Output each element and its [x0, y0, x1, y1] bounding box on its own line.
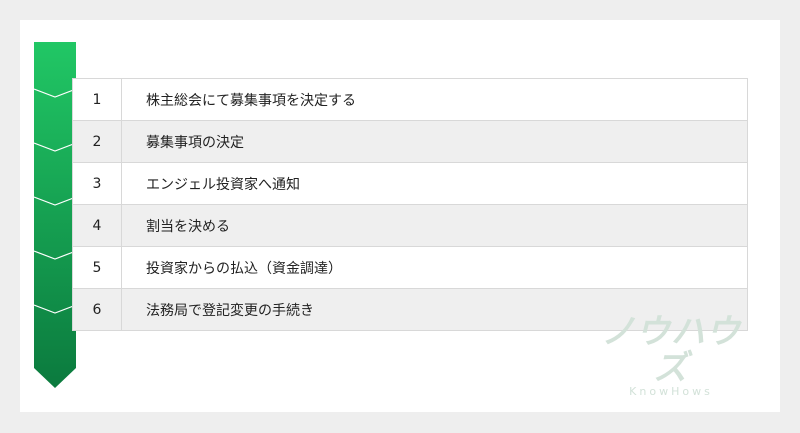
- step-number: 6: [73, 289, 122, 330]
- step-row: 2 募集事項の決定: [72, 121, 748, 163]
- step-row: 4 割当を決める: [72, 205, 748, 247]
- step-label: 法務局で登記変更の手続き: [146, 302, 314, 319]
- card: 1 株主総会にて募集事項を決定する 2 募集事項の決定 3 エンジェル投資家へ通…: [20, 20, 780, 412]
- step-number: 3: [73, 163, 122, 204]
- step-number: 2: [73, 121, 122, 162]
- brand-watermark: ノウハウズ KnowHows: [586, 314, 756, 398]
- progress-arrow: [34, 42, 76, 388]
- step-row: 5 投資家からの払込（資金調達）: [72, 247, 748, 289]
- step-list: 1 株主総会にて募集事項を決定する 2 募集事項の決定 3 エンジェル投資家へ通…: [72, 78, 748, 331]
- step-number: 5: [73, 247, 122, 288]
- step-label: 投資家からの払込（資金調達）: [146, 260, 342, 277]
- step-label: 株主総会にて募集事項を決定する: [146, 92, 356, 109]
- step-row: 3 エンジェル投資家へ通知: [72, 163, 748, 205]
- brand-logo-subtext: KnowHows: [629, 385, 713, 398]
- step-label: エンジェル投資家へ通知: [146, 176, 300, 193]
- brand-logo-text: ノウハウズ: [601, 312, 741, 388]
- step-label: 割当を決める: [146, 218, 230, 235]
- step-number: 4: [73, 205, 122, 246]
- step-row: 6 法務局で登記変更の手続き: [72, 289, 748, 331]
- step-row: 1 株主総会にて募集事項を決定する: [72, 79, 748, 121]
- step-label: 募集事項の決定: [146, 134, 244, 151]
- step-number: 1: [73, 79, 122, 120]
